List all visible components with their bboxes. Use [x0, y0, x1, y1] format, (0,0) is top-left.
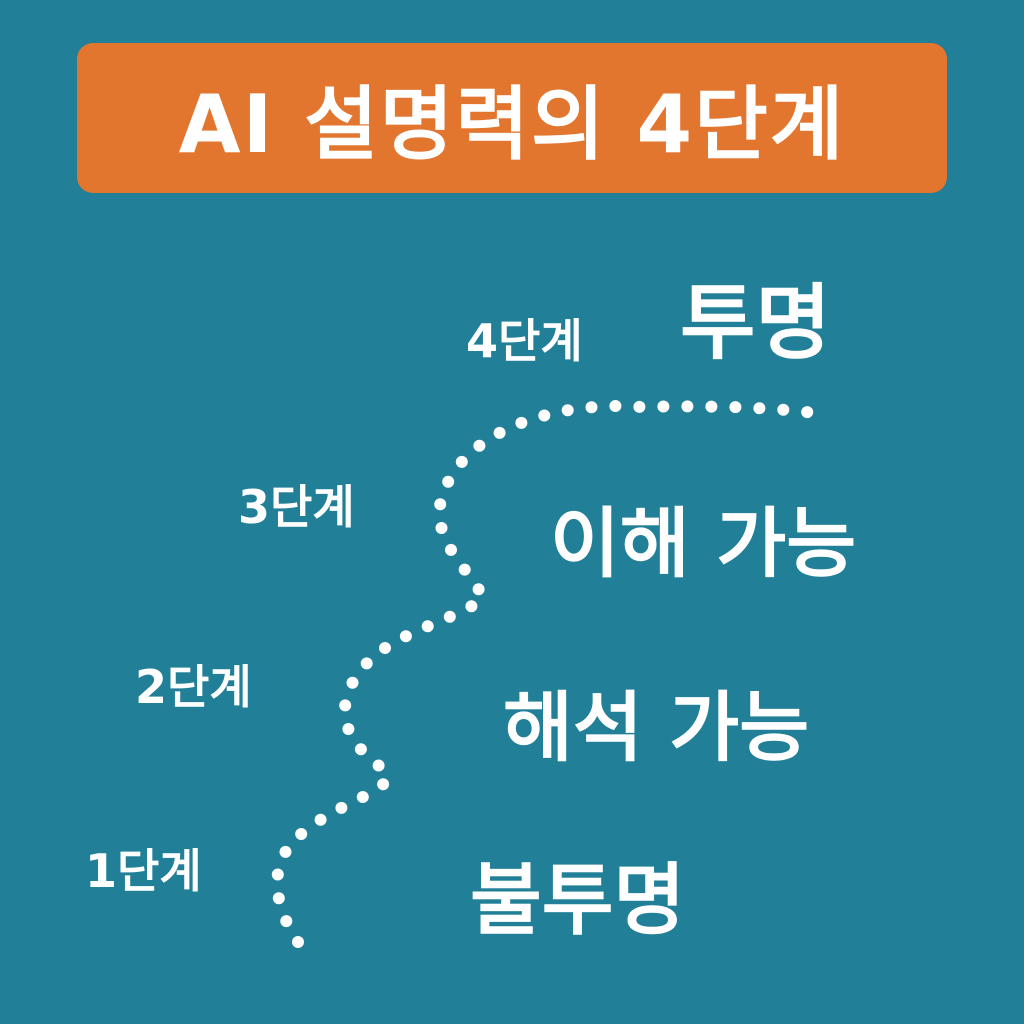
path-dot: [473, 439, 486, 452]
path-dot: [561, 404, 574, 417]
path-dot: [585, 401, 598, 414]
path-dot: [609, 400, 622, 412]
path-dot: [399, 630, 412, 643]
path-dot: [493, 426, 506, 439]
path-dot: [777, 403, 790, 416]
path-dots: [271, 400, 814, 948]
path-dot: [705, 400, 718, 413]
path-dot: [379, 642, 391, 654]
path-dot: [435, 522, 448, 534]
path-dot: [801, 406, 814, 419]
stage-4-label: 4단계: [466, 314, 583, 368]
path-dot: [356, 791, 369, 803]
path-dot: [335, 801, 348, 814]
path-dot: [372, 759, 385, 772]
path-dot: [342, 723, 355, 735]
title-banner: AI 설명력의 4단계: [77, 43, 947, 193]
path-dot: [346, 676, 359, 689]
stage-1-label: 1단계: [85, 844, 202, 898]
path-dot: [271, 868, 284, 881]
stage-2-description: 해석 가능: [503, 683, 810, 772]
path-dot: [292, 936, 304, 948]
path-dot: [753, 402, 766, 415]
path-dot: [339, 699, 352, 712]
path-dot: [538, 409, 551, 422]
path-dot: [515, 416, 528, 429]
path-dot: [354, 743, 367, 756]
path-dot: [295, 828, 308, 840]
path-dot: [279, 845, 292, 858]
path-dot: [377, 778, 390, 791]
path-dot: [729, 401, 742, 414]
path-dot: [280, 915, 293, 928]
stage-3-label: 3단계: [238, 480, 355, 534]
path-dot: [681, 400, 694, 413]
stage-1-description: 불투명: [470, 856, 686, 946]
path-dot: [421, 620, 434, 633]
path-dot: [633, 400, 646, 413]
path-dot: [458, 563, 471, 576]
stage-3-description: 이해 가능: [550, 499, 857, 588]
path-dot: [360, 657, 373, 670]
path-dot: [443, 610, 456, 623]
path-dot: [465, 600, 478, 613]
path-dot: [442, 475, 455, 488]
path-dot: [472, 583, 485, 596]
path-dot: [445, 543, 457, 556]
path-dot: [657, 400, 670, 413]
path-dot: [434, 498, 447, 511]
path-dot: [272, 892, 285, 905]
path-dot: [455, 455, 468, 468]
stage-2-label: 2단계: [135, 660, 252, 714]
page-title: AI 설명력의 4단계: [178, 78, 846, 171]
path-dot: [314, 813, 327, 826]
stage-4-description: 투명: [680, 276, 831, 371]
